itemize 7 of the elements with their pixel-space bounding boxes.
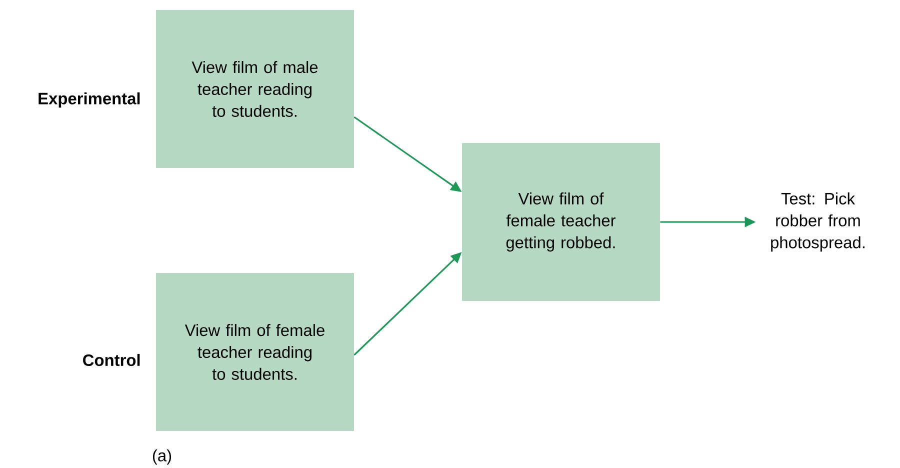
process-box: View film of female teacher reading to students. [156,273,354,431]
group-label: Experimental [38,92,140,108]
group-label: Control [83,354,140,366]
panel-label: (a) [152,449,172,465]
process-box: View film of female teacher getting robbed. [462,143,660,301]
process-box: View film of male teacher reading to students. [156,10,354,168]
outcome-text: Test: Pick robber from photospread. [771,192,864,252]
